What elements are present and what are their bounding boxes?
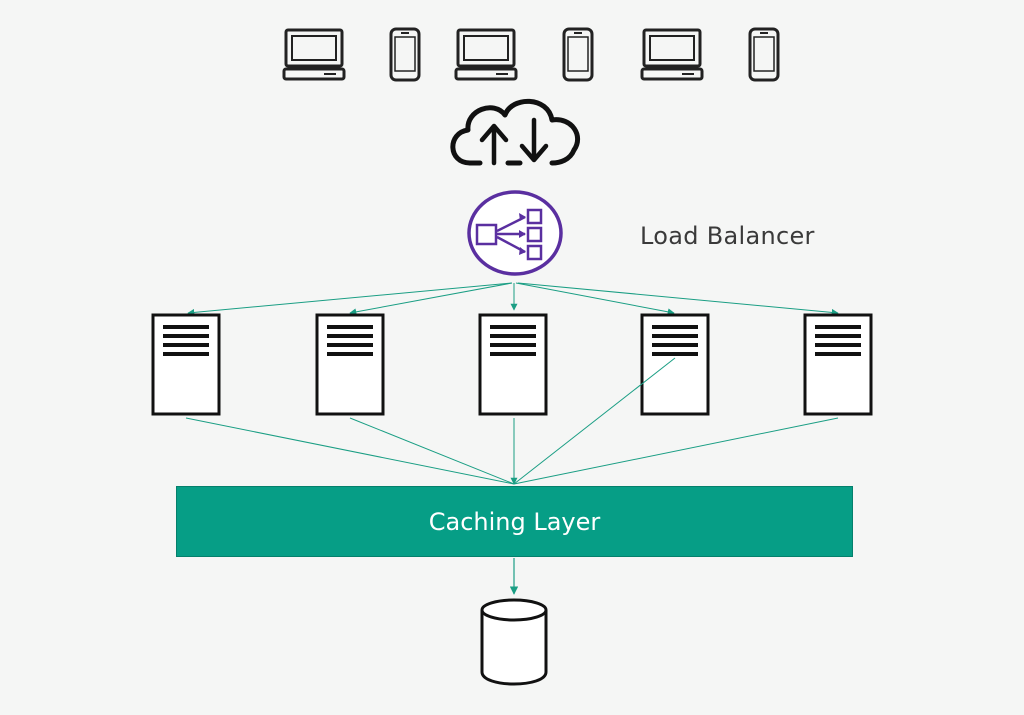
- load-balancer-label: Load Balancer: [640, 222, 815, 250]
- laptop-icon: [454, 28, 518, 81]
- laptop-icon: [640, 28, 704, 81]
- connector-line: [185, 417, 515, 485]
- connector-line: [349, 282, 513, 316]
- phone-icon: [562, 27, 594, 82]
- load-balancer-icon: [467, 190, 563, 276]
- servers-row: [151, 313, 873, 416]
- server-icon: [151, 313, 221, 416]
- cloud-upload-download-icon: [450, 98, 581, 166]
- server-icon: [315, 313, 385, 416]
- server-icon: [478, 313, 548, 416]
- connector-line: [515, 282, 675, 316]
- connector-line: [513, 417, 839, 485]
- server-to-cache-connectors: [185, 357, 839, 485]
- phone-icon: [748, 27, 780, 82]
- phone-icon: [389, 27, 421, 82]
- connector-line: [513, 357, 676, 485]
- database-icon: [480, 598, 548, 686]
- connector-line: [349, 417, 515, 485]
- connector-line: [517, 282, 839, 316]
- lb-to-server-connectors: [187, 282, 839, 316]
- server-icon: [640, 313, 710, 416]
- laptop-icon: [282, 28, 346, 81]
- caching-layer: Caching Layer: [176, 486, 853, 557]
- connector-line: [187, 282, 513, 316]
- caching-layer-label: Caching Layer: [428, 507, 601, 536]
- server-icon: [803, 313, 873, 416]
- clients-row: [282, 27, 780, 82]
